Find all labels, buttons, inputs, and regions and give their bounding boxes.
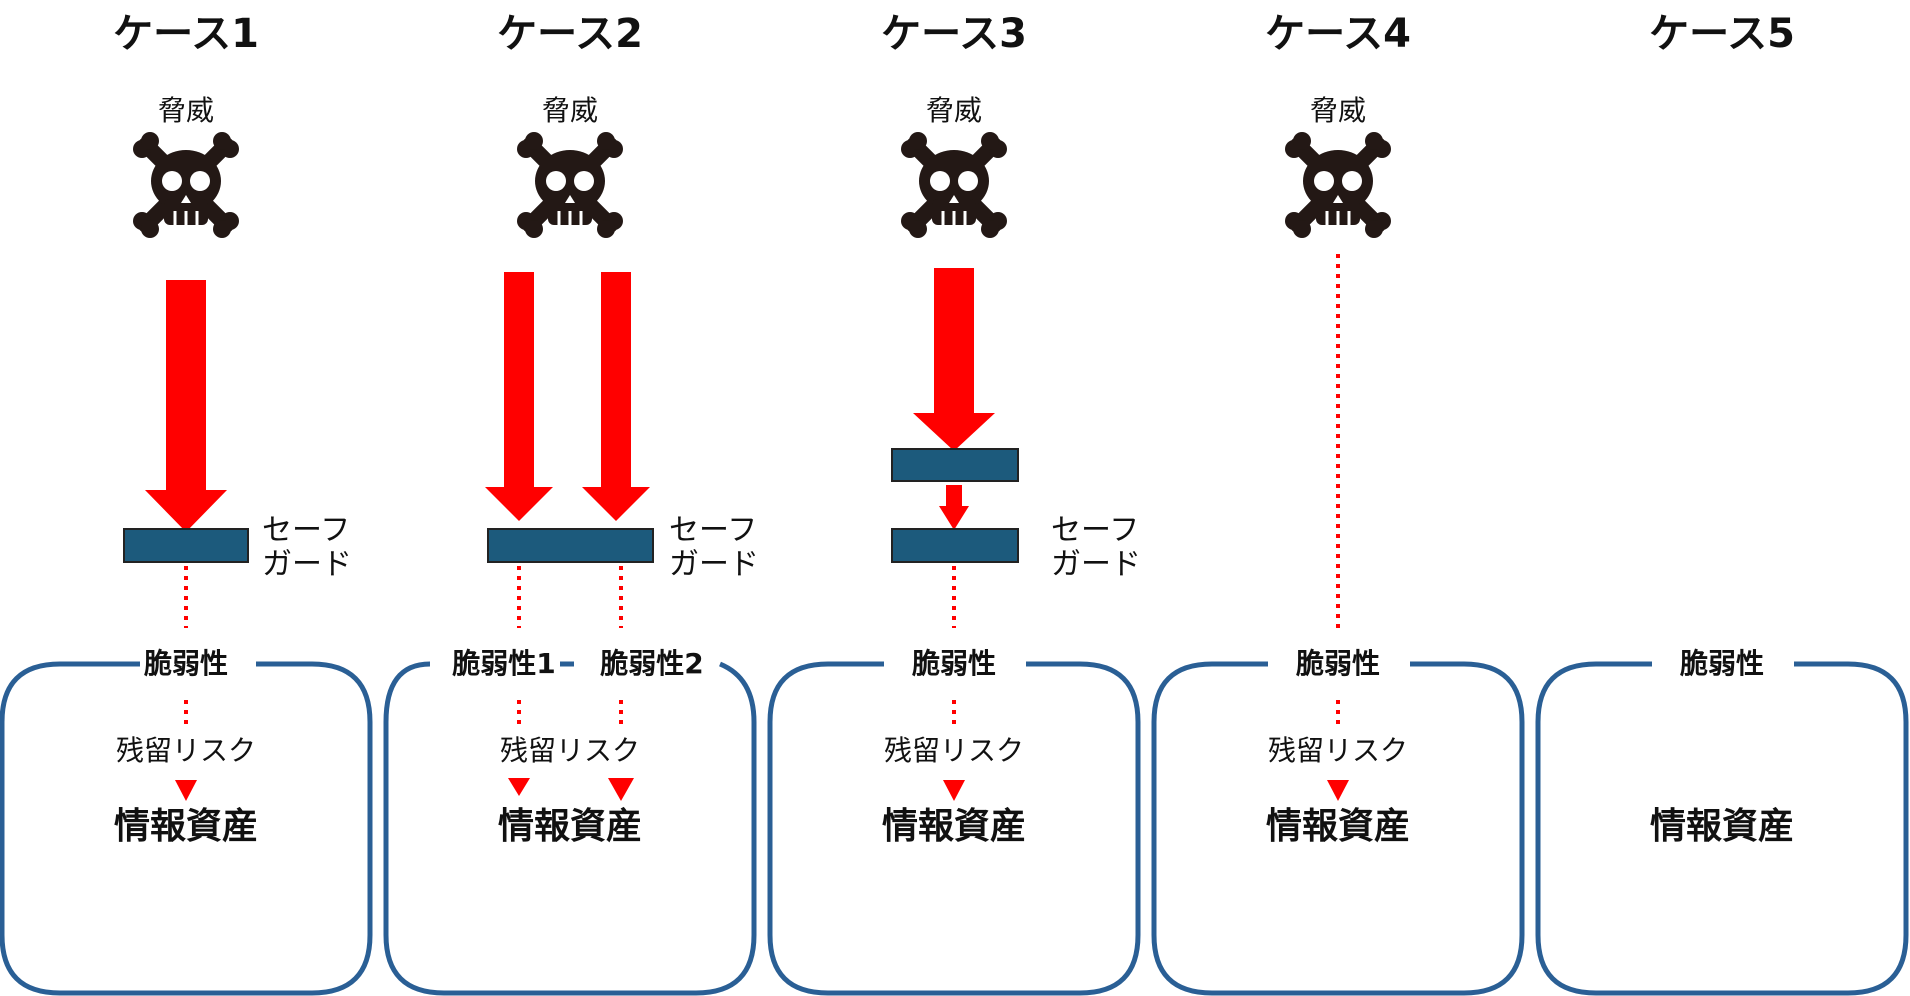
case-1: ケース1 脅威 セーフ ガード 脆弱性 残留リスク 情報資産 xyxy=(0,11,373,996)
safeguard-bar xyxy=(487,528,654,563)
threat-label: 脅威 xyxy=(1310,94,1366,127)
safeguard-bar xyxy=(123,528,249,563)
asset-label: 情報資産 xyxy=(1266,806,1410,847)
asset-box xyxy=(1535,661,1909,996)
case-title: ケース4 xyxy=(1265,11,1411,57)
vulnerability-label: 脆弱性 xyxy=(143,647,228,680)
asset-label: 情報資産 xyxy=(498,806,642,847)
safeguard-label: セーフ xyxy=(669,513,757,548)
residual-risk-label: 残留リスク xyxy=(116,734,256,767)
residual-risk-label: 残留リスク xyxy=(1268,734,1408,767)
threat-arrow xyxy=(582,272,650,521)
case-4: ケース4 脅威 脆弱性 残留リスク 情報資産 xyxy=(1151,11,1525,996)
case-title: ケース2 xyxy=(497,11,643,57)
asset-label: 情報資産 xyxy=(114,806,258,847)
asset-box xyxy=(1151,661,1525,996)
risk-arrow-head xyxy=(1327,780,1349,801)
asset-box xyxy=(767,661,1141,996)
vulnerability-label: 脆弱性2 xyxy=(599,647,703,680)
asset-box xyxy=(0,661,373,996)
case-title: ケース5 xyxy=(1649,11,1795,57)
safeguard-bar xyxy=(891,448,1019,482)
threat-arrow xyxy=(939,485,969,530)
skull-icon xyxy=(1285,132,1391,238)
risk-arrow-head xyxy=(508,778,530,796)
case-2: ケース2 脅威 セーフ ガード 脆弱性1 脆弱性2 残留リスク 情報資産 xyxy=(383,11,759,996)
threat-arrow xyxy=(145,280,227,532)
safeguard-label: セーフ xyxy=(262,513,350,548)
skull-icon xyxy=(517,132,623,238)
safeguard-bar xyxy=(891,528,1019,563)
safeguard-label: ガード xyxy=(262,547,352,582)
case-3: ケース3 脅威 セーフ ガード 脆弱性 残留リスク 情報資産 xyxy=(767,11,1141,996)
asset-label: 情報資産 xyxy=(1650,806,1794,847)
residual-risk-label: 残留リスク xyxy=(884,734,1024,767)
asset-box xyxy=(383,661,757,996)
vulnerability-label: 脆弱性 xyxy=(1295,647,1380,680)
skull-icon xyxy=(901,132,1007,238)
risk-arrow-head xyxy=(943,780,965,801)
risk-arrow-head xyxy=(175,780,197,801)
skull-icon xyxy=(133,132,239,238)
threat-label: 脅威 xyxy=(926,94,982,127)
safeguard-label: ガード xyxy=(669,547,759,582)
case-title: ケース1 xyxy=(113,11,259,57)
safeguard-label: セーフ xyxy=(1051,513,1139,548)
case-title: ケース3 xyxy=(881,11,1027,57)
threat-arrow xyxy=(485,272,553,521)
threat-label: 脅威 xyxy=(542,94,598,127)
threat-arrow xyxy=(913,268,995,451)
case-5: ケース5 脆弱性 情報資産 xyxy=(1535,11,1909,996)
risk-arrow-head xyxy=(608,778,634,801)
vulnerability-label: 脆弱性1 xyxy=(451,647,555,680)
residual-risk-label: 残留リスク xyxy=(500,734,640,767)
vulnerability-label: 脆弱性 xyxy=(911,647,996,680)
safeguard-label: ガード xyxy=(1051,547,1141,582)
threat-label: 脅威 xyxy=(158,94,214,127)
vulnerability-label: 脆弱性 xyxy=(1679,647,1764,680)
asset-label: 情報資産 xyxy=(882,806,1026,847)
